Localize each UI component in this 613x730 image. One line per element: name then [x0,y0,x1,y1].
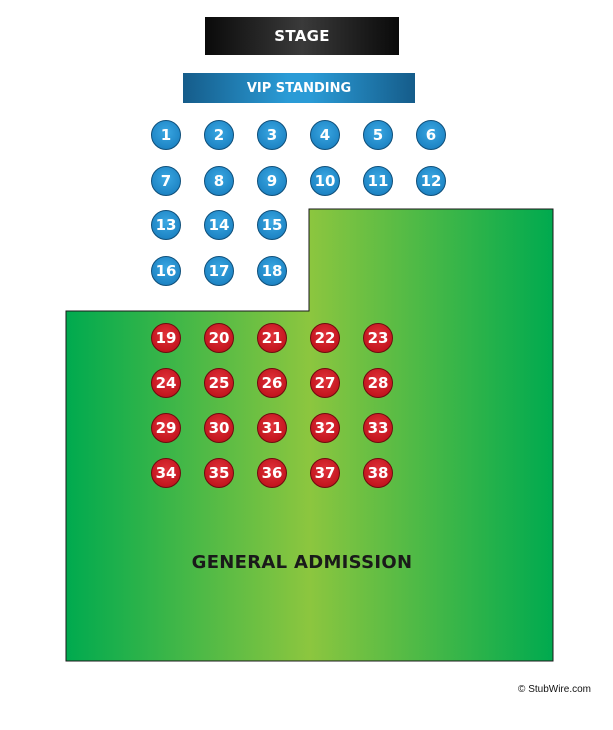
vip-seat[interactable]: 17 [204,256,234,286]
ga-seat[interactable]: 32 [310,413,340,443]
ga-seat[interactable]: 37 [310,458,340,488]
stage: STAGE [205,17,399,55]
vip-seat[interactable]: 2 [204,120,234,150]
ga-seat[interactable]: 30 [204,413,234,443]
ga-seat[interactable]: 26 [257,368,287,398]
vip-seat[interactable]: 13 [151,210,181,240]
ga-seat[interactable]: 21 [257,323,287,353]
vip-seat[interactable]: 14 [204,210,234,240]
ga-seat[interactable]: 33 [363,413,393,443]
general-admission-label: GENERAL ADMISSION [191,552,413,573]
ga-seat[interactable]: 24 [151,368,181,398]
ga-seat[interactable]: 36 [257,458,287,488]
vip-seat[interactable]: 11 [363,166,393,196]
vip-seat[interactable]: 12 [416,166,446,196]
ga-seat[interactable]: 23 [363,323,393,353]
copyright-text: © StubWire.com [518,684,591,695]
ga-seat[interactable]: 28 [363,368,393,398]
vip-seat[interactable]: 16 [151,256,181,286]
vip-standing-section[interactable]: VIP STANDING [183,73,415,103]
vip-seat[interactable]: 5 [363,120,393,150]
ga-seat[interactable]: 19 [151,323,181,353]
vip-seat[interactable]: 10 [310,166,340,196]
ga-seat[interactable]: 35 [204,458,234,488]
vip-seat[interactable]: 18 [257,256,287,286]
ga-seat[interactable]: 29 [151,413,181,443]
ga-seat[interactable]: 27 [310,368,340,398]
ga-seat[interactable]: 25 [204,368,234,398]
ga-seat[interactable]: 38 [363,458,393,488]
vip-seat[interactable]: 4 [310,120,340,150]
vip-seat[interactable]: 3 [257,120,287,150]
vip-seat[interactable]: 8 [204,166,234,196]
vip-seat[interactable]: 7 [151,166,181,196]
vip-seat[interactable]: 15 [257,210,287,240]
stage-label: STAGE [274,27,330,45]
ga-seat[interactable]: 22 [310,323,340,353]
vip-seat[interactable]: 1 [151,120,181,150]
ga-seat[interactable]: 34 [151,458,181,488]
ga-seat[interactable]: 20 [204,323,234,353]
vip-standing-label: VIP STANDING [246,80,352,96]
vip-seat[interactable]: 6 [416,120,446,150]
vip-seat[interactable]: 9 [257,166,287,196]
ga-seat[interactable]: 31 [257,413,287,443]
